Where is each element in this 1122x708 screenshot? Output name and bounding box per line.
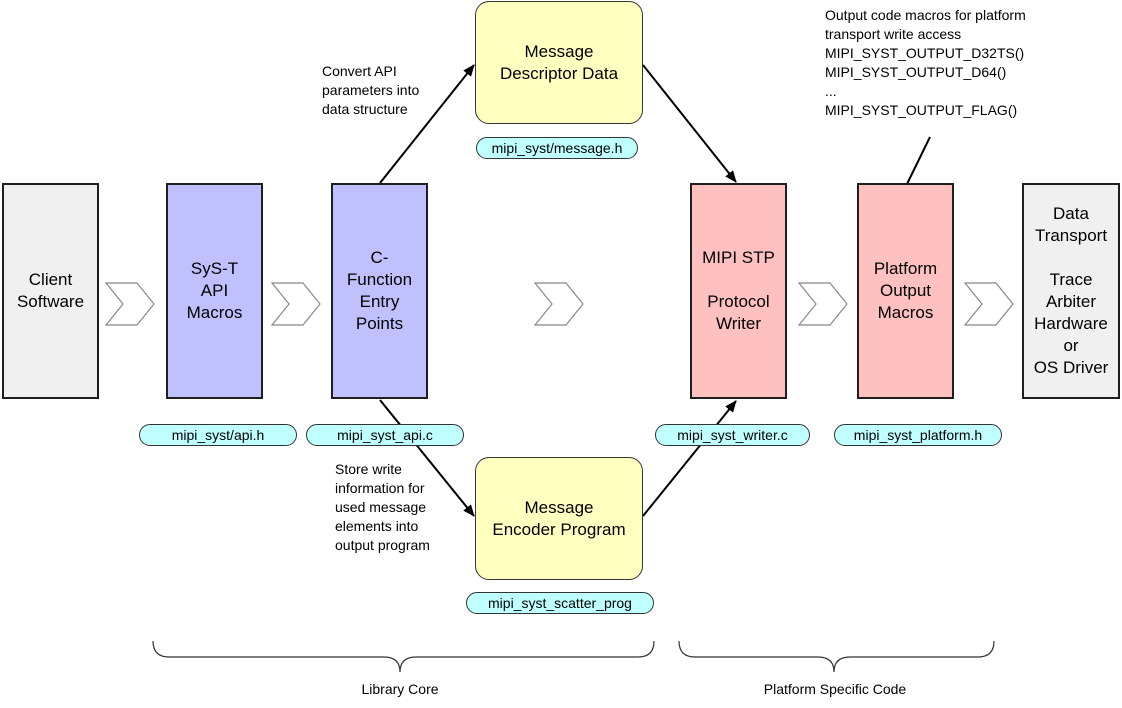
file-tag-api-c: mipi_syst_api.c [306,424,464,446]
arrow-to-encoder [379,399,475,517]
file-tag-writer-c: mipi_syst_writer.c [655,424,810,446]
data-transport-box: Data Transport Trace Arbiter Hardware or… [1022,183,1120,399]
file-tag-scatter-prog: mipi_syst_scatter_prog [466,592,654,614]
arrow-encoder-to-writer [642,400,737,517]
file-tag-api-h: mipi_syst/api.h [139,424,297,446]
flow-chevron-1 [104,282,155,326]
client-software-box: Client Software [2,183,99,399]
message-descriptor-data-box: Message Descriptor Data [475,1,643,124]
annotation-store-write: Store write information for used message… [335,461,430,553]
arrow-to-descriptor [379,64,475,184]
section-label-library-core: Library Core [361,681,439,697]
callout-line [906,136,931,185]
annotation-output-macros: Output code macros for platform transpor… [825,7,1026,118]
flow-chevron-5 [963,282,1014,326]
flow-chevron-2 [270,282,321,326]
arrow-descriptor-to-writer [642,64,737,183]
syst-api-macros-box: SyS-T API Macros [166,183,263,399]
brace-platform-specific [678,640,995,673]
platform-output-macros-box: Platform Output Macros [857,183,954,399]
message-encoder-program-box: Message Encoder Program [475,457,643,580]
section-label-platform-specific: Platform Specific Code [763,681,907,697]
brace-library-core [152,640,655,673]
annotation-convert-api: Convert API parameters into data structu… [322,63,420,117]
file-tag-platform-h: mipi_syst_platform.h [834,424,1002,446]
file-tag-message-h: mipi_syst/message.h [476,137,638,159]
flow-chevron-4 [797,282,848,326]
c-function-entry-points-box: C- Function Entry Points [331,183,428,399]
mipi-stp-protocol-writer-box: MIPI STP Protocol Writer [690,183,787,399]
flow-chevron-3 [533,282,584,326]
